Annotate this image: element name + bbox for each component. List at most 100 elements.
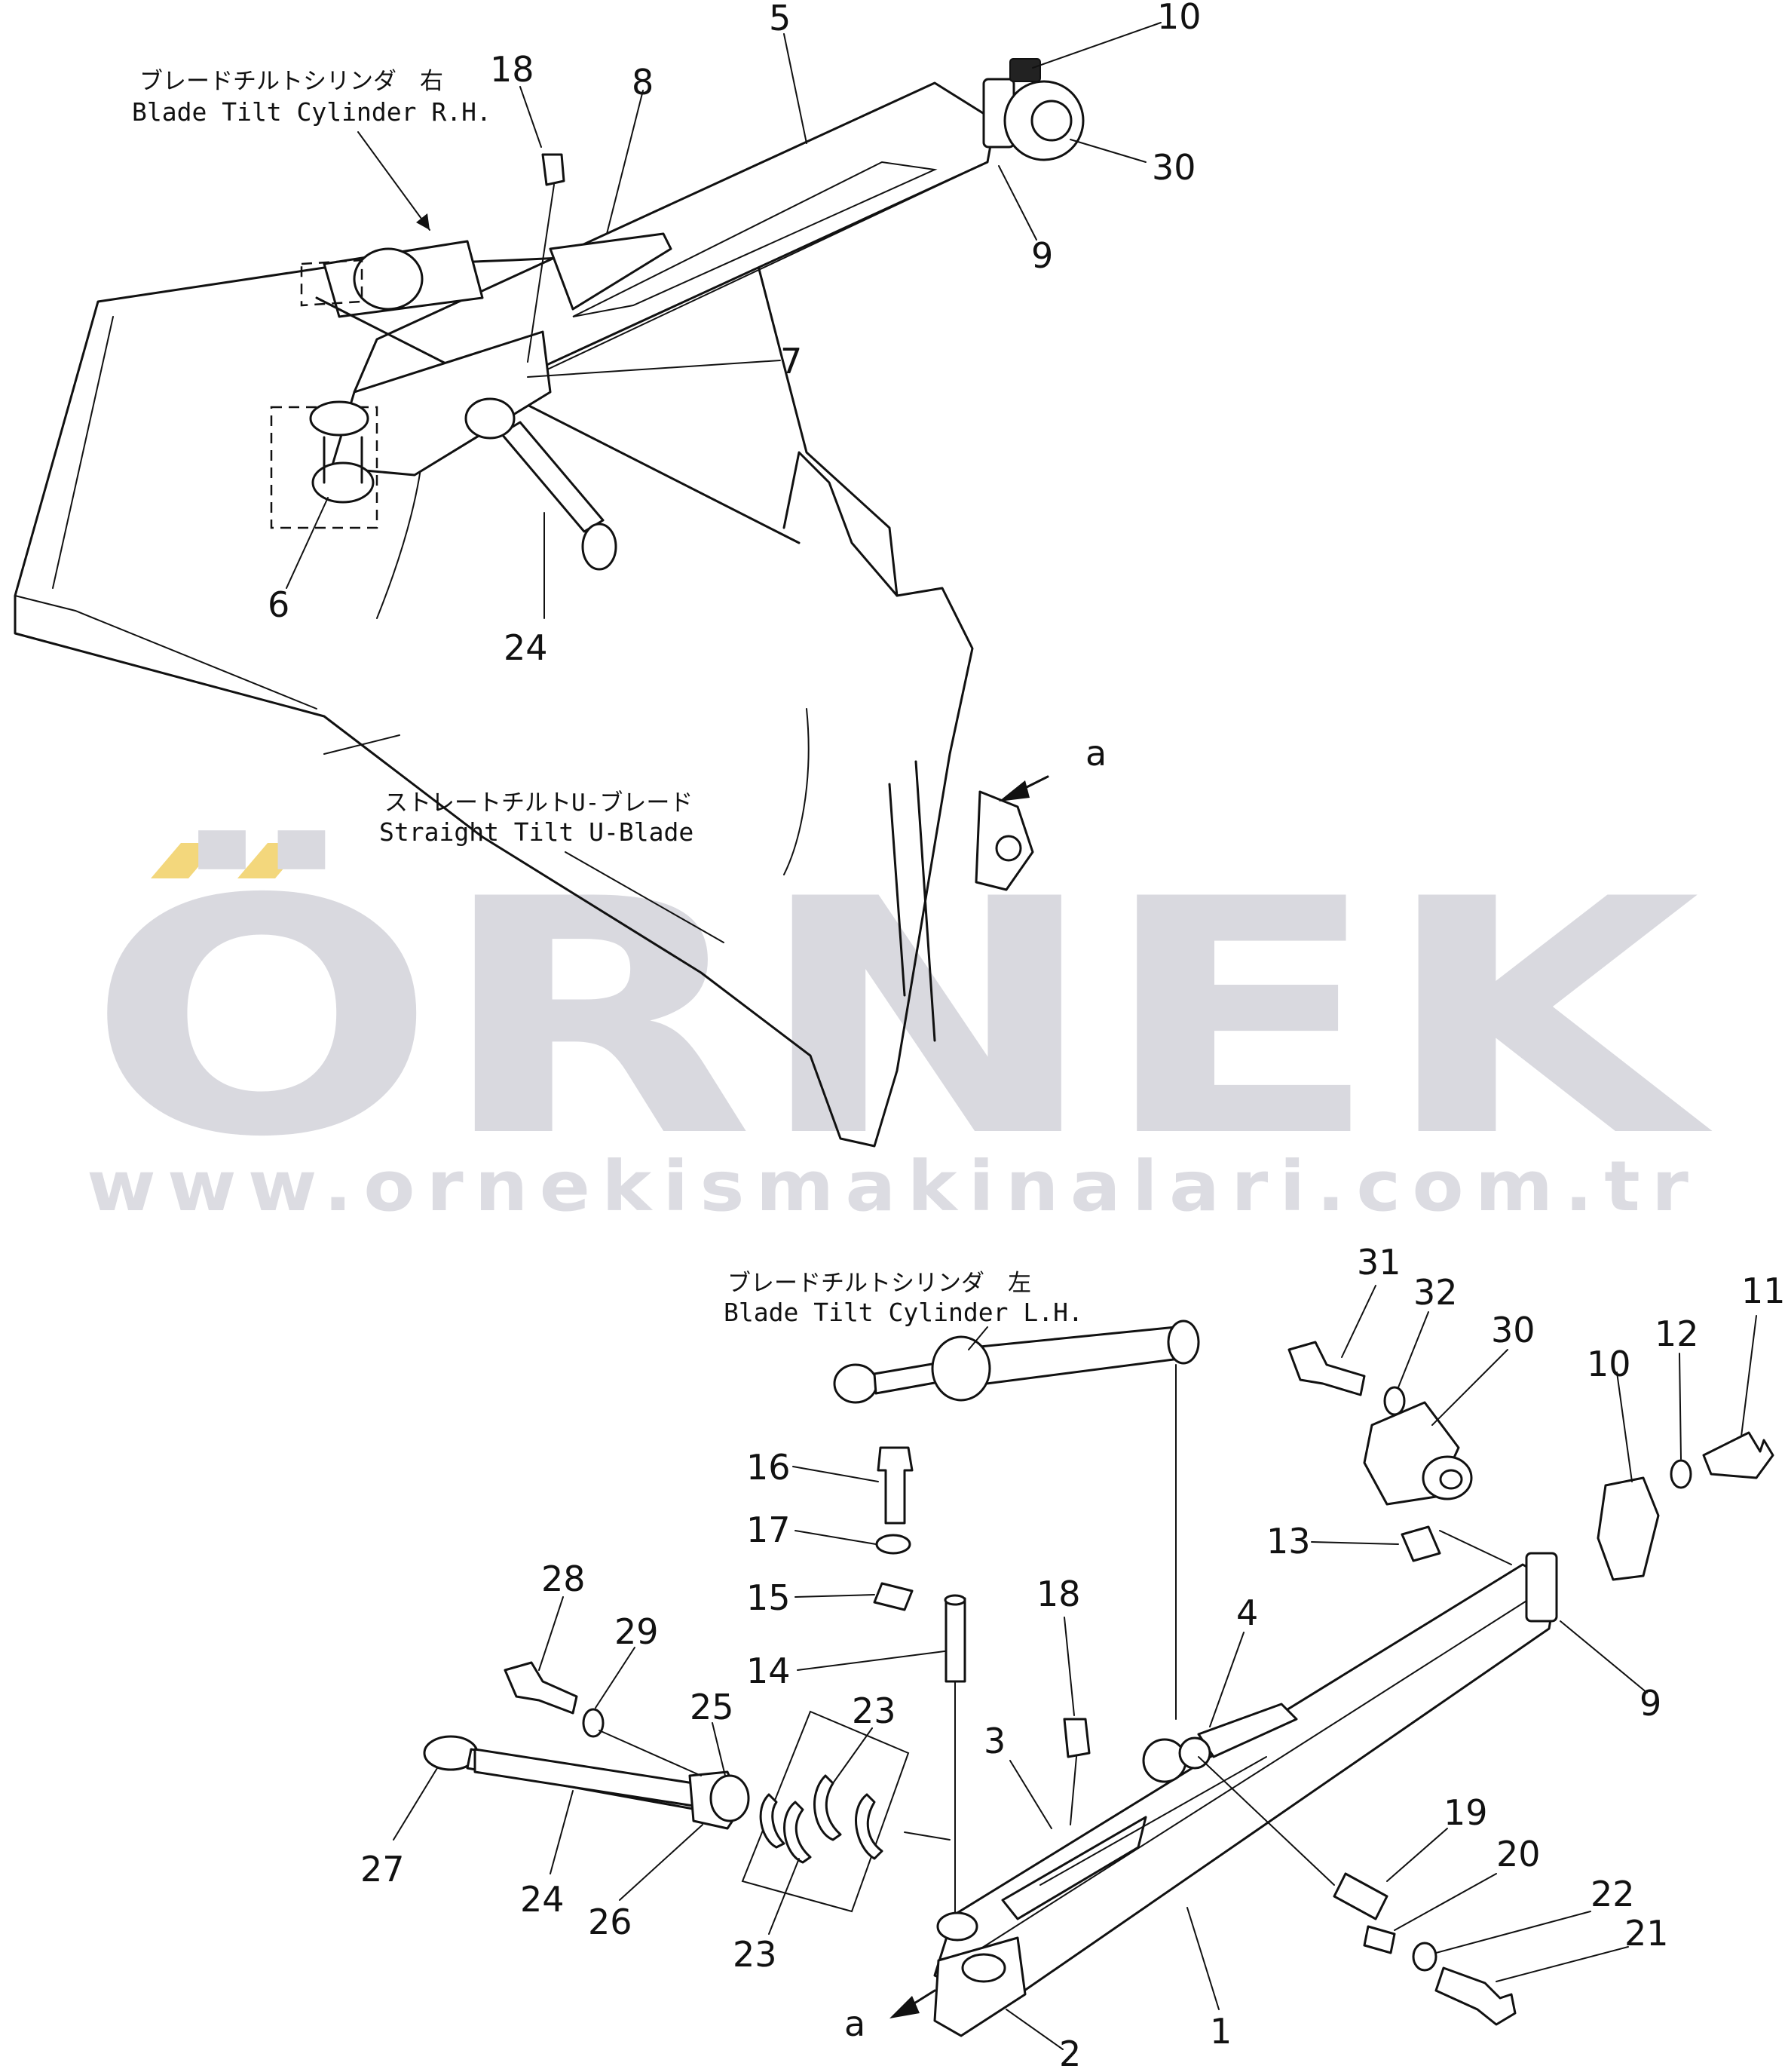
- shim-23-a: [759, 1793, 785, 1849]
- callout-5: 5: [769, 0, 791, 38]
- pin-14: [945, 1597, 966, 1683]
- pin-19-line: [1198, 1756, 1335, 1886]
- callout-22: 22: [1591, 1874, 1635, 1914]
- leader-22: [1435, 1911, 1591, 1954]
- brace-socket: [464, 397, 516, 440]
- callout-15: 15: [746, 1577, 791, 1618]
- grease-fitting-upper: [541, 153, 565, 186]
- leader-7: [527, 360, 781, 378]
- leader-14: [797, 1651, 945, 1671]
- blade-end-plate: [782, 451, 899, 597]
- pivot-top: [309, 400, 369, 437]
- lh-cylinder-flange: [931, 1335, 991, 1402]
- pin-19: [1333, 1872, 1388, 1920]
- grease-fitting-lower: [1063, 1718, 1091, 1758]
- callout-4: 4: [1236, 1592, 1258, 1633]
- callout-9-lower: 9: [1640, 1683, 1661, 1724]
- leader-30b: [1431, 1349, 1508, 1426]
- leader-lh-cyl: [968, 1326, 988, 1350]
- rh-cylinder-end: [353, 247, 424, 311]
- leader-21: [1496, 1946, 1629, 1982]
- shim-23-c: [813, 1774, 842, 1841]
- leader-25: [712, 1722, 726, 1776]
- leader-23a: [832, 1727, 873, 1784]
- callout-28: 28: [541, 1559, 586, 1599]
- callout-23-upper: 23: [852, 1690, 896, 1731]
- view-marker-bottom: a: [844, 2003, 865, 2044]
- leader-8: [606, 90, 644, 234]
- lh-cylinder-rod-eye: [833, 1363, 878, 1404]
- main-arm: [933, 1563, 1558, 2007]
- blade-label-en: Straight Tilt U-Blade: [379, 817, 693, 847]
- leader-30: [1070, 139, 1147, 163]
- callout-6: 6: [268, 584, 289, 625]
- pin-14-top: [944, 1594, 966, 1606]
- callout-26: 26: [588, 1902, 632, 1942]
- main-arm-gusset: [1001, 1816, 1147, 1920]
- bolt-31: [1287, 1341, 1366, 1396]
- shim-13: [1401, 1525, 1441, 1562]
- leader-26: [619, 1824, 703, 1901]
- cap-25: [709, 1774, 750, 1822]
- leader-3: [1009, 1760, 1052, 1829]
- shim-13-line: [1439, 1530, 1512, 1565]
- leader-18b: [1064, 1617, 1075, 1716]
- callout-24-upper: 24: [504, 627, 548, 668]
- callout-14: 14: [746, 1651, 791, 1691]
- brace-rod: [500, 421, 605, 533]
- leader-2: [1006, 2009, 1064, 2050]
- callout-18-lower: 18: [1036, 1574, 1081, 1614]
- leader-rh-cyl: [357, 131, 430, 231]
- watermark-brand: ÖRNEK: [87, 827, 1716, 1208]
- bolt-11: [1702, 1431, 1774, 1479]
- lh-cylinder-label-jp: ブレードチルトシリンダ 左: [727, 1270, 1031, 1297]
- rh-cylinder-label-jp: ブレードチルトシリンダ 右: [139, 68, 443, 95]
- pivot-bottom: [311, 461, 375, 504]
- washer-29: [582, 1708, 605, 1738]
- callout-17: 17: [746, 1510, 791, 1550]
- callout-2: 2: [1059, 2034, 1081, 2072]
- leader-17: [794, 1530, 877, 1545]
- callout-30-lower: 30: [1491, 1310, 1535, 1350]
- cap-10: [1597, 1476, 1660, 1581]
- leader-rh-cyl-arrow: [416, 213, 430, 230]
- callout-25: 25: [690, 1687, 734, 1727]
- callout-11: 11: [1741, 1270, 1786, 1311]
- leader-27: [393, 1767, 438, 1841]
- washer-17: [875, 1534, 911, 1555]
- grease-fitting-stem: [527, 184, 555, 363]
- blade-trunnion-hole: [995, 835, 1022, 862]
- leader-10: [1032, 22, 1162, 69]
- view-marker-top: a: [1085, 733, 1107, 774]
- callout-24-lower: 24: [520, 1879, 565, 1920]
- shim-23-d: [855, 1793, 883, 1860]
- leader-13: [1311, 1541, 1399, 1545]
- lock-plate-15: [873, 1582, 914, 1611]
- callout-29: 29: [614, 1611, 659, 1652]
- frame-gusset: [549, 232, 672, 311]
- grease-fitting-lower-stem: [1070, 1756, 1077, 1825]
- bolt-28: [504, 1661, 578, 1715]
- brace-eye: [581, 523, 617, 571]
- leader-18: [519, 86, 542, 148]
- main-arm-pin-hole: [1142, 1738, 1187, 1783]
- leader-10b: [1616, 1372, 1633, 1482]
- lh-cylinder-label-en: Blade Tilt Cylinder L.H.: [724, 1298, 1083, 1327]
- leader-4: [1209, 1632, 1245, 1727]
- callout-31: 31: [1357, 1242, 1401, 1283]
- blade-label-jp: ストレートチルトU-ブレード: [384, 789, 693, 817]
- callout-19: 19: [1444, 1792, 1488, 1833]
- watermark-accent-left: [151, 843, 219, 878]
- callout-23-lower: 23: [733, 1934, 777, 1975]
- leader-5: [783, 33, 807, 144]
- leader-12: [1679, 1353, 1682, 1460]
- leader-9: [998, 165, 1037, 241]
- lock-20: [1363, 1925, 1396, 1954]
- upper-assembly: ブレードチルトシリンダ 右 Blade Tilt Cylinder R.H. ス…: [14, 0, 1202, 1148]
- callout-32: 32: [1413, 1272, 1458, 1313]
- trunnion-cap-hole: [1030, 100, 1073, 142]
- leader-1: [1186, 1907, 1220, 2010]
- leader-6: [286, 497, 329, 589]
- leader-23b: [768, 1858, 800, 1935]
